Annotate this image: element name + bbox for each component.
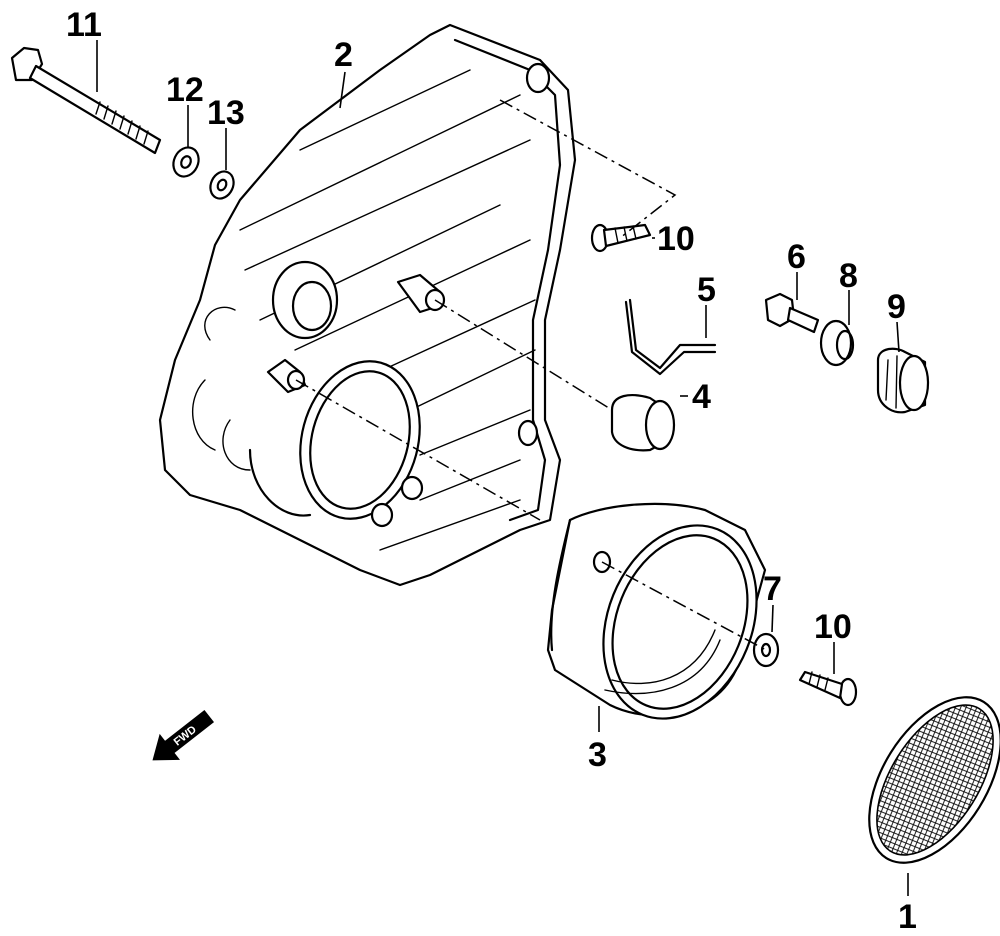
assembly-line bbox=[499, 99, 677, 239]
grommet-part bbox=[876, 347, 930, 414]
callout-10-lower: 10 bbox=[814, 608, 852, 646]
cover-part bbox=[158, 23, 577, 587]
callout-4: 4 bbox=[692, 378, 711, 416]
screw-upper-part bbox=[590, 223, 652, 253]
callout-9: 9 bbox=[887, 288, 906, 326]
callout-10: 10 bbox=[657, 220, 695, 258]
callout-12: 12 bbox=[166, 71, 204, 109]
screw-lower-part bbox=[798, 670, 858, 707]
forward-arrow-icon: FWD bbox=[152, 709, 215, 761]
assembly-line bbox=[434, 299, 613, 411]
assembly-line bbox=[295, 379, 541, 521]
washer-part bbox=[752, 632, 780, 668]
long-bolt-part bbox=[10, 46, 162, 155]
wire-clip-part bbox=[628, 298, 717, 370]
washer-parts bbox=[172, 146, 235, 200]
callout-13: 13 bbox=[207, 94, 245, 132]
screen-part bbox=[868, 696, 1000, 864]
damper-part bbox=[610, 394, 676, 452]
callout-7: 7 bbox=[763, 570, 782, 608]
callout-2: 2 bbox=[334, 36, 353, 74]
callout-1: 1 bbox=[898, 898, 917, 936]
callout-5: 5 bbox=[697, 271, 716, 309]
duct-part bbox=[546, 502, 767, 720]
callout-6: 6 bbox=[787, 238, 806, 276]
callout-8: 8 bbox=[839, 257, 858, 295]
assembly-line bbox=[601, 561, 767, 651]
callout-11: 11 bbox=[66, 6, 102, 44]
bolt-part bbox=[764, 292, 820, 334]
callout-3: 3 bbox=[588, 736, 607, 774]
collar-part bbox=[819, 319, 855, 367]
